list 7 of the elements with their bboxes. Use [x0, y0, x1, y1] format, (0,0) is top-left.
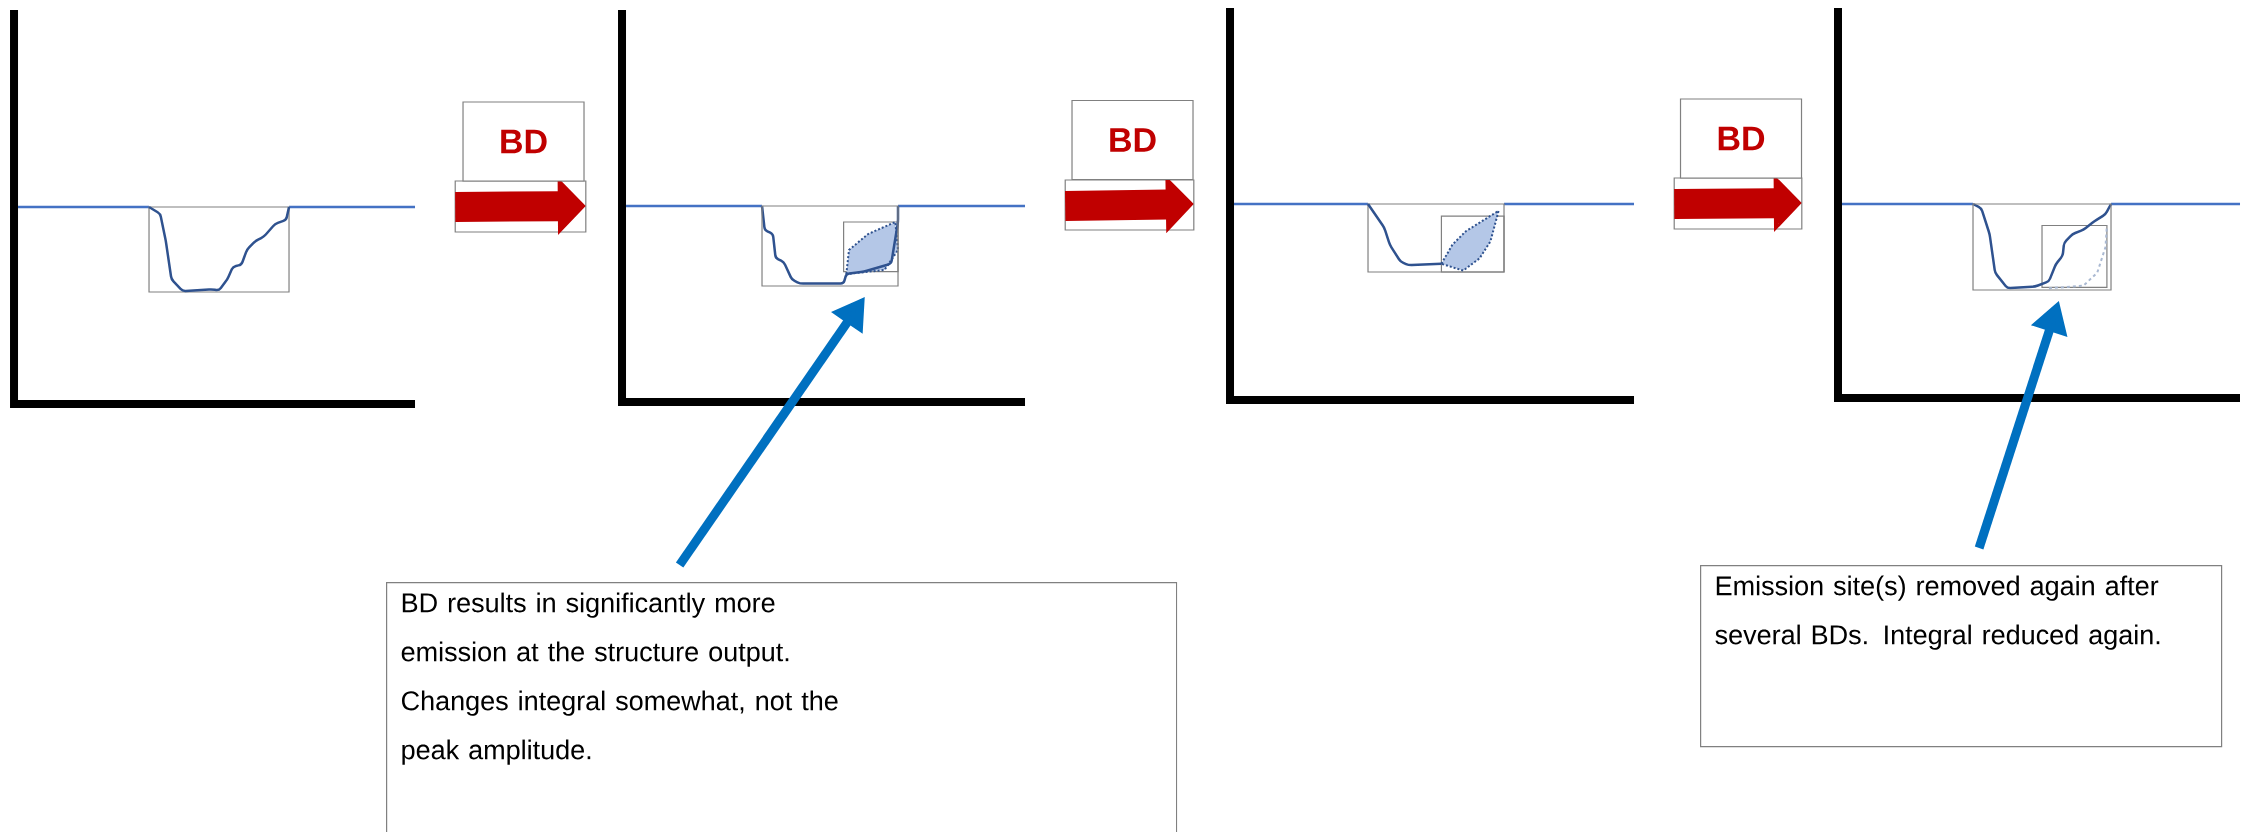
inset-box: [761, 205, 899, 287]
edge-label: BD: [1071, 99, 1194, 181]
edge-label: BD: [1679, 98, 1803, 179]
callout-box: Emission site(s) removed again after several BDs. Integral reduced again.: [1700, 565, 2223, 748]
edge-label: BD: [462, 101, 585, 182]
callout-box: BD results in significantly more emission at the structure output. Changes integral somewhat, not the peak amplitude.: [386, 582, 1178, 832]
inset-box: [1972, 203, 2112, 291]
